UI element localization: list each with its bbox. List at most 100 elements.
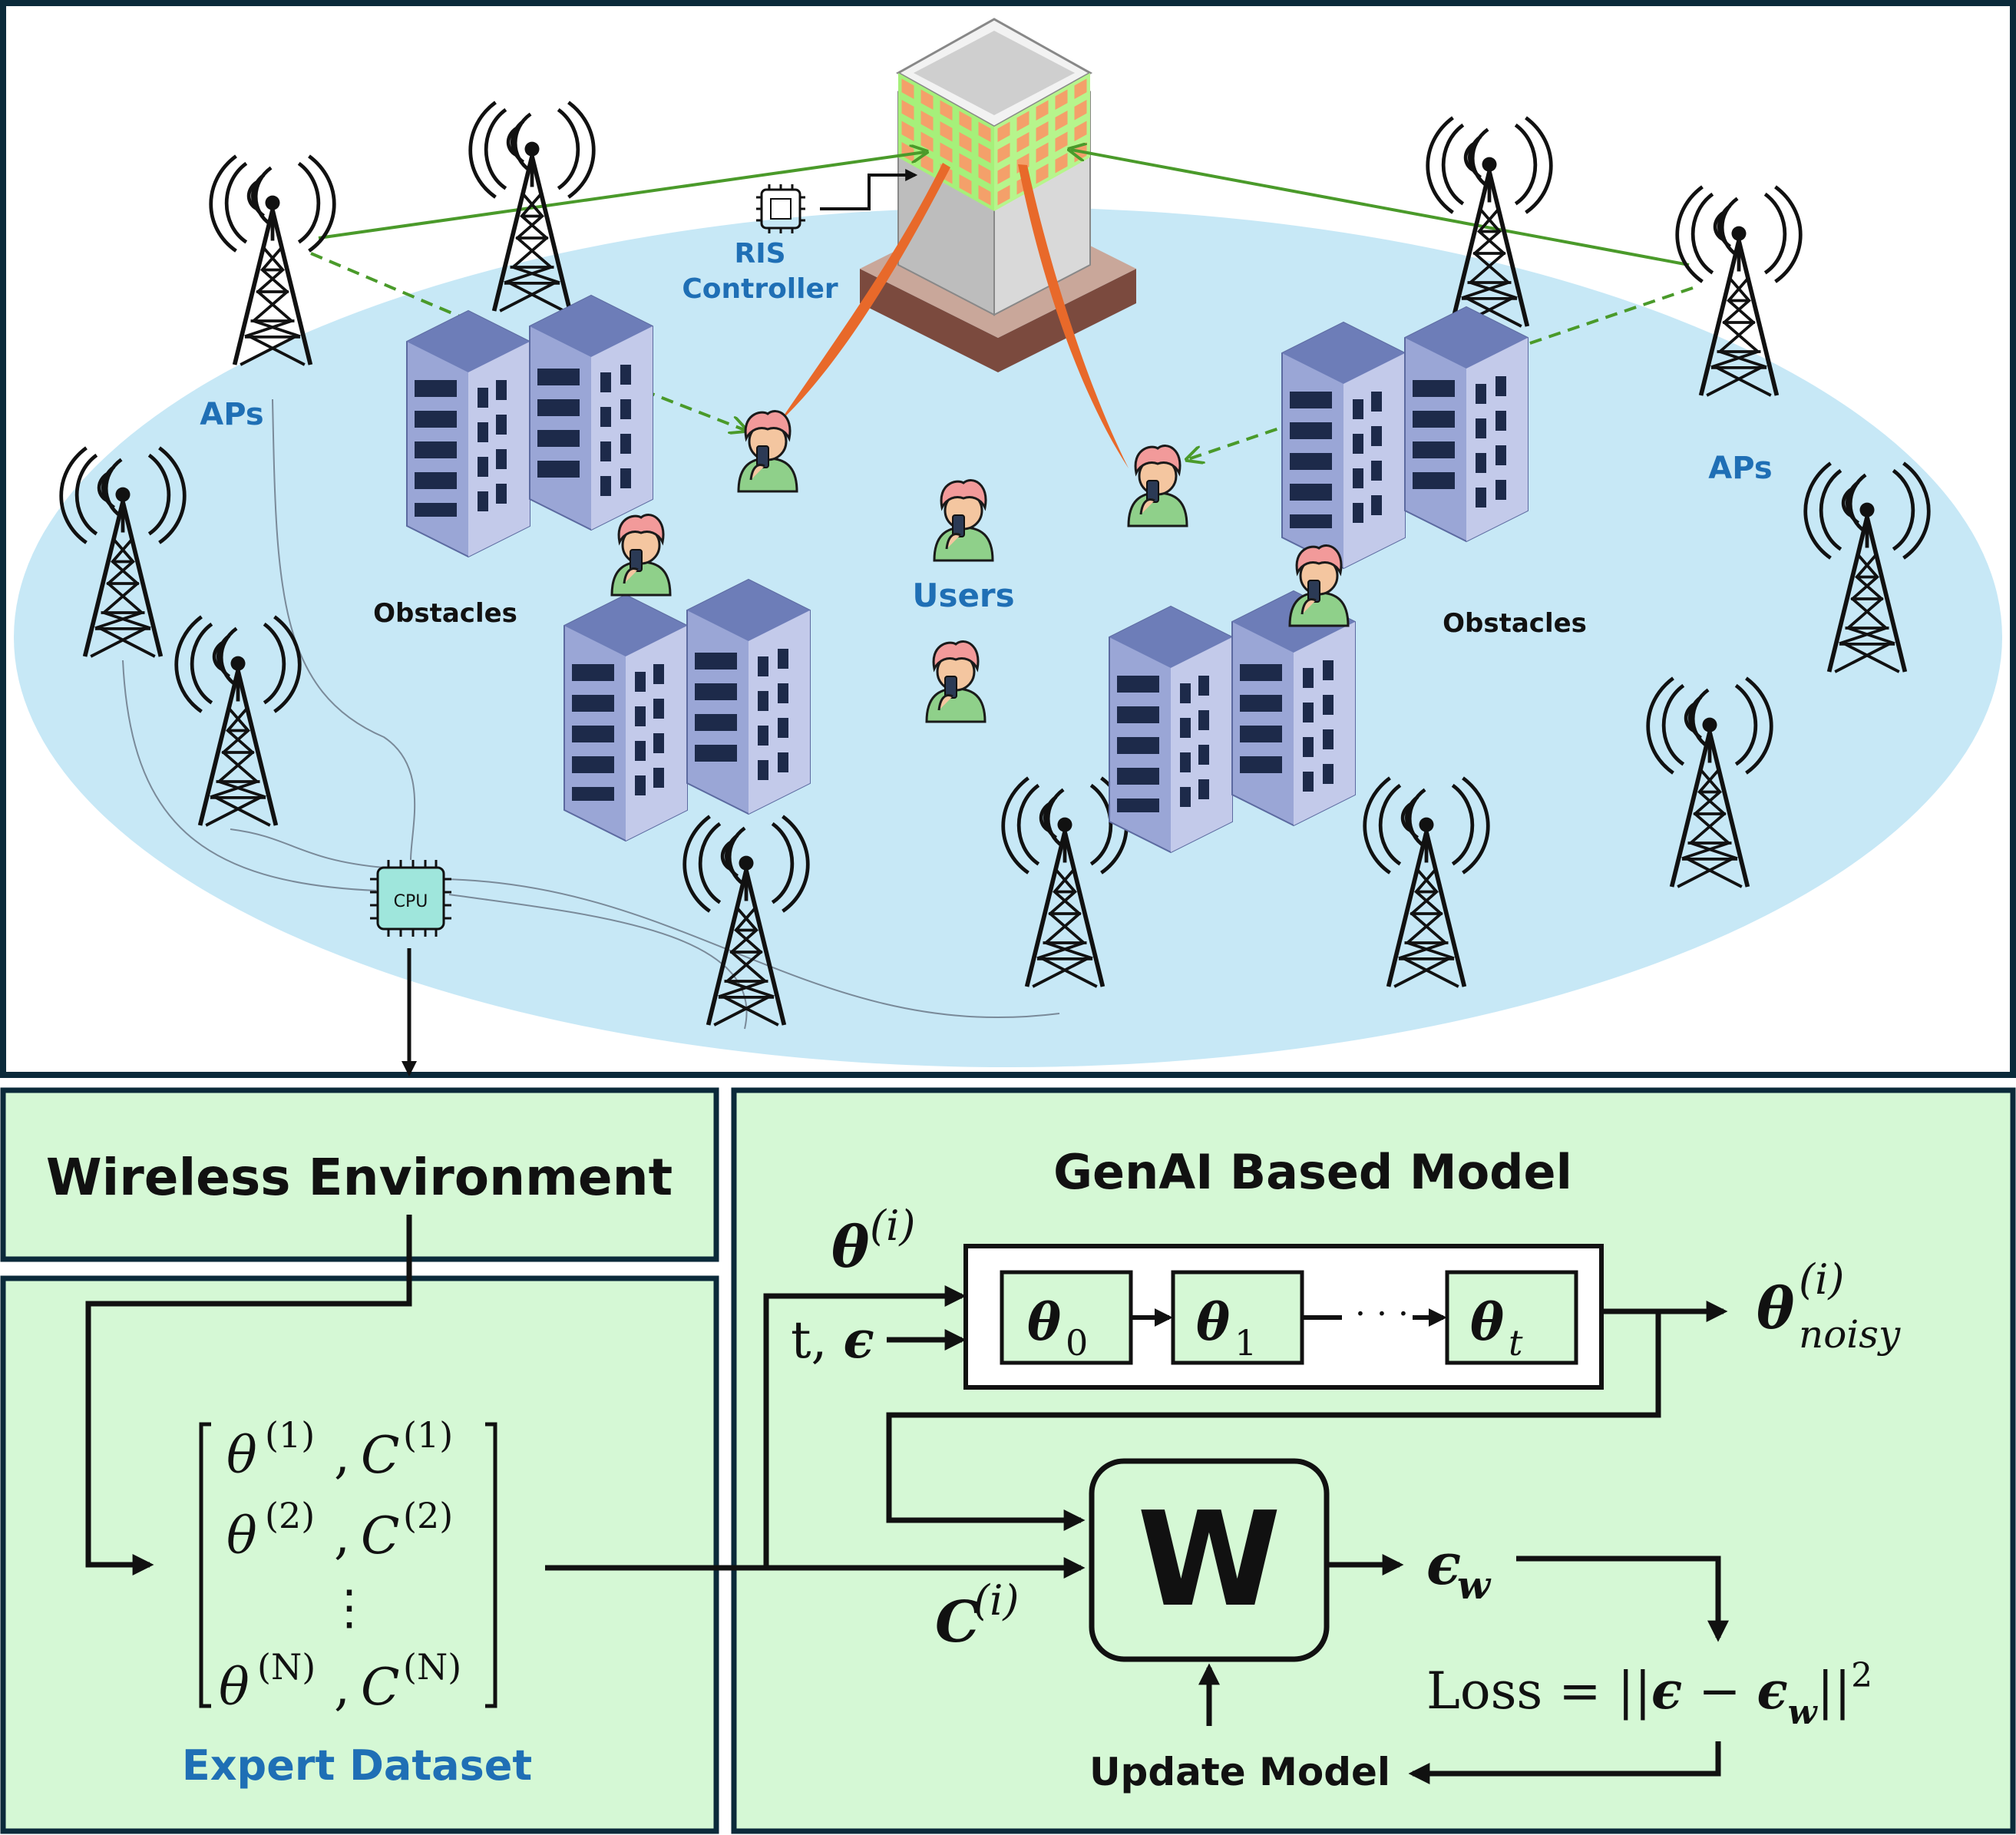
dataset-c-superscript: (1): [403, 1414, 453, 1456]
matrix-right-bracket: [485, 1422, 497, 1708]
update-model-label: Update Model: [1089, 1750, 1390, 1794]
ris-element-tile: [1074, 99, 1087, 121]
theta-input-symbol: θ: [831, 1215, 870, 1281]
ris-element-tile: [920, 131, 934, 153]
ris-element-tile: [940, 100, 953, 121]
ris-element-tile: [1055, 152, 1068, 174]
ris-element-tile: [997, 142, 1010, 164]
obstacle-building-icon: [563, 579, 811, 841]
ris-element-tile: [959, 111, 972, 132]
ris-element-tile: [940, 121, 953, 142]
obstacle-building-icon: [1109, 590, 1356, 853]
loss-eps-w-subscript: w: [1788, 1693, 1819, 1732]
dataset-row: θ (1) , C (1): [226, 1414, 453, 1485]
chain-state-subscript: 1: [1234, 1322, 1257, 1364]
theta-input-superscript: (i): [870, 1202, 915, 1250]
ris-element-tile: [978, 164, 991, 185]
ris-element-tile: [978, 184, 991, 206]
noisy-theta-subscript: noisy: [1799, 1312, 1901, 1357]
loss-prefix: Loss = ||: [1426, 1661, 1651, 1721]
ap-ris-link-left: [318, 152, 925, 240]
ris-building: [860, 18, 1136, 372]
ris-element-tile: [997, 184, 1010, 206]
eps-input-symbol: ϵ: [843, 1310, 874, 1370]
model-w-symbol: W: [1137, 1484, 1281, 1636]
ris-panel-left: [898, 73, 994, 211]
obstacles-label-right: Obstacles: [1443, 608, 1587, 639]
loss-eps: ϵ: [1651, 1661, 1682, 1721]
genai-model-title: GenAI Based Model: [1053, 1144, 1572, 1200]
chain-dots: · · ·: [1355, 1294, 1409, 1334]
dataset-c-superscript: (2): [403, 1495, 453, 1536]
environment-to-dataset-arrow: [85, 1215, 412, 1575]
chain-state-symbol: θ: [1196, 1292, 1230, 1352]
dataset-theta-superscript: (1): [265, 1414, 315, 1456]
ris-element-tile: [901, 99, 914, 121]
users-label: Users: [912, 577, 1014, 614]
dataset-comma: ,: [334, 1506, 350, 1566]
ris-element-tile: [1036, 121, 1049, 142]
ris-element-tile: [1036, 142, 1049, 164]
loss-suffix: ||: [1817, 1661, 1851, 1721]
ris-element-tile: [997, 121, 1010, 143]
loss-minus: −: [1682, 1661, 1757, 1721]
ris-element-tile: [1036, 163, 1049, 184]
ris-element-tile: [1074, 78, 1087, 100]
noisy-to-model-arrow: [886, 1311, 1661, 1531]
dataset-comma: ,: [334, 1426, 350, 1485]
ris-label-line2: Controller: [682, 273, 838, 305]
cpu-chip-icon: [370, 860, 451, 937]
ris-element-tile: [959, 131, 972, 153]
t-label: t,: [791, 1311, 843, 1370]
dataset-comma: ,: [334, 1658, 350, 1717]
dataset-row: θ (2) , C (2): [226, 1495, 453, 1566]
dataset-theta-superscript: (2): [265, 1495, 315, 1536]
ris-panel-right: [994, 73, 1090, 211]
eps-w-symbol: ϵ: [1426, 1532, 1461, 1598]
obstacle-building-icon: [1281, 306, 1529, 569]
ap-ris-link-right: [1071, 150, 1690, 266]
denoising-model-box: [1089, 1458, 1330, 1662]
dataset-theta-superscript: (N): [257, 1646, 316, 1688]
chain-state-subscript: t: [1509, 1322, 1523, 1364]
dataset-c-superscript: (N): [403, 1646, 461, 1688]
chain-state-box: [1171, 1270, 1304, 1365]
ris-element-tile: [1055, 110, 1068, 131]
dataset-c: C: [361, 1426, 400, 1485]
ris-tiles: [901, 78, 1087, 206]
ris-element-tile: [959, 153, 972, 174]
cpu-label: CPU: [394, 892, 428, 911]
obstacles-label-left: Obstacles: [373, 598, 517, 629]
noisy-theta-superscript: (i): [1799, 1255, 1844, 1304]
ris-element-tile: [1036, 100, 1049, 121]
dataset-c: C: [361, 1506, 400, 1566]
ris-element-tile: [997, 164, 1010, 185]
dataset-c: C: [361, 1658, 400, 1717]
ris-element-tile: [978, 142, 991, 164]
chain-state-subscript: 0: [1066, 1322, 1088, 1364]
c-input-superscript: (i): [973, 1576, 1019, 1625]
obstacle-building-icon: [406, 295, 653, 557]
c-input-symbol: C: [935, 1589, 980, 1655]
dataset-theta: θ: [226, 1506, 257, 1566]
genai-model-panel: [731, 1087, 2016, 1834]
chain-state-box: [1445, 1270, 1578, 1365]
loss-to-update-arrow: [1408, 1741, 1721, 1784]
aps-label-left: APs: [200, 397, 263, 432]
ris-controller-chip-icon: [756, 184, 805, 233]
beam-left: [779, 163, 950, 422]
ris-label-line1: RIS: [734, 238, 785, 269]
wireless-environment-title: Wireless Environment: [46, 1148, 673, 1207]
theta-input-arrow: [763, 1285, 967, 1568]
ris-element-tile: [1074, 121, 1087, 142]
ris-element-tile: [940, 142, 953, 164]
chain-state-symbol: θ: [1027, 1292, 1061, 1352]
loss-power: 2: [1851, 1656, 1872, 1695]
expert-dataset-caption: Expert Dataset: [182, 1741, 532, 1790]
loss-eps-w: ϵ: [1757, 1661, 1788, 1721]
t-eps-label: t, ϵ: [791, 1310, 874, 1370]
ris-element-tile: [901, 78, 914, 100]
matrix-left-bracket: [199, 1422, 211, 1708]
dataset-row: θ (N) , C (N): [219, 1646, 461, 1717]
ris-element-tile: [978, 121, 991, 143]
